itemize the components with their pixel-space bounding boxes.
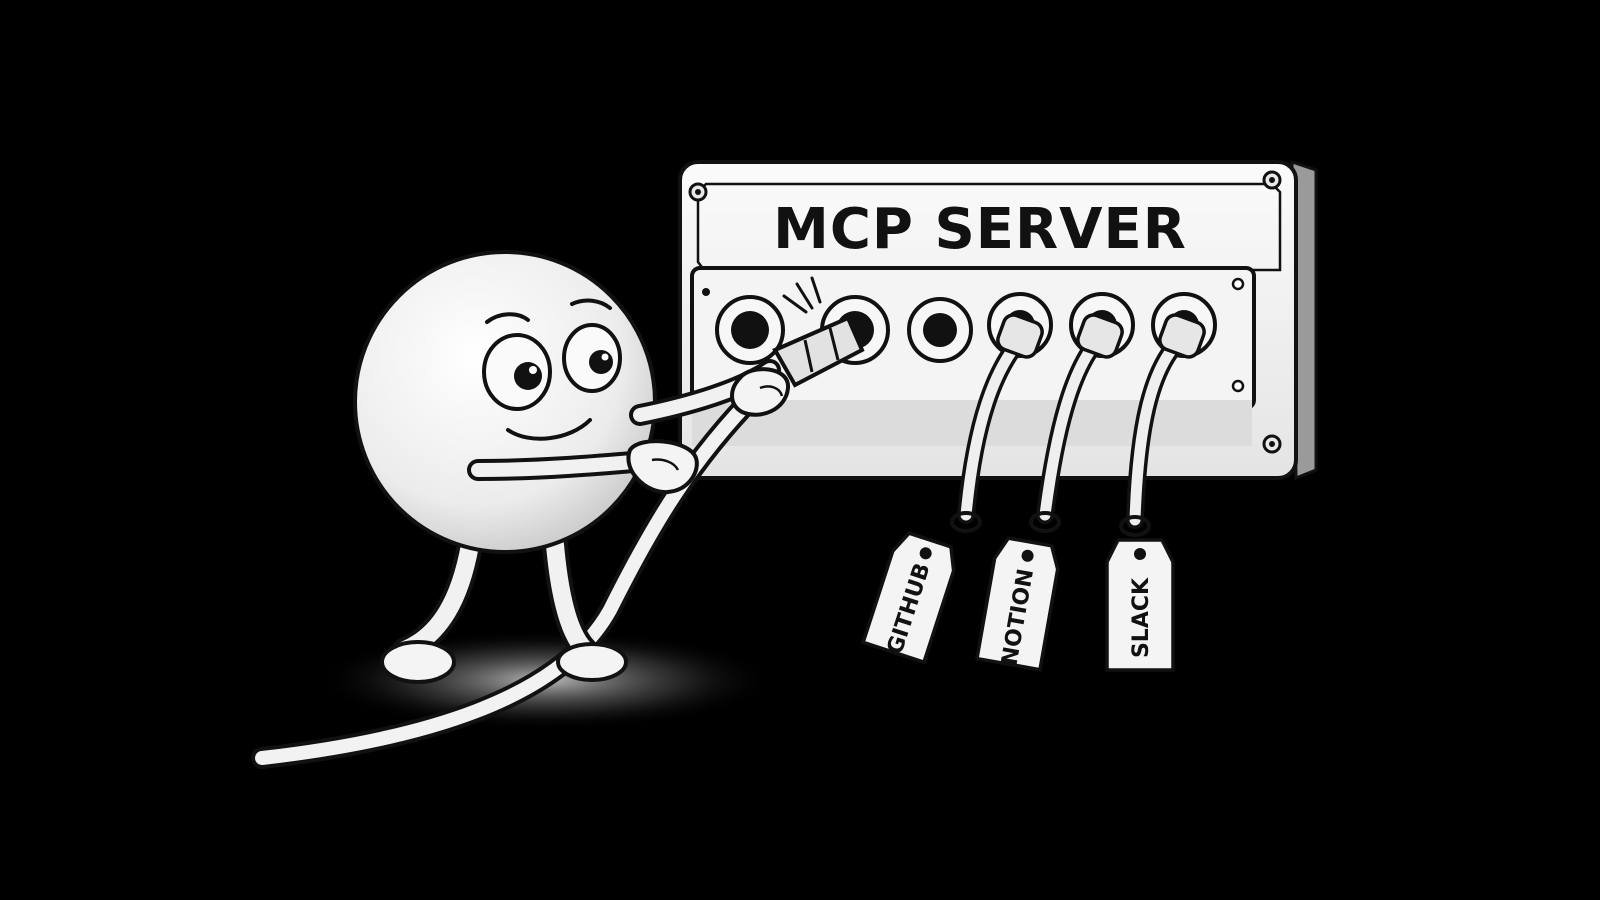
cable-github: [950, 313, 1044, 533]
mcp-server-panel: MCP SERVER: [678, 159, 1318, 481]
socket-3: [907, 297, 973, 363]
tag-github: GITHUB: [860, 531, 956, 665]
plug-connector: [772, 315, 865, 388]
round-character: [353, 250, 781, 684]
panel-title: MCP SERVER: [773, 197, 1187, 262]
socket-1: [715, 295, 785, 365]
cable-slack: [1119, 313, 1206, 537]
tag-slack: SLACK: [1105, 538, 1175, 672]
character-hands: [626, 367, 790, 495]
tag-notion: NOTION: [974, 536, 1060, 672]
cable-notion: [1029, 313, 1124, 533]
tag-label-slack: SLACK: [1129, 577, 1154, 658]
spark-lines: [782, 276, 822, 314]
